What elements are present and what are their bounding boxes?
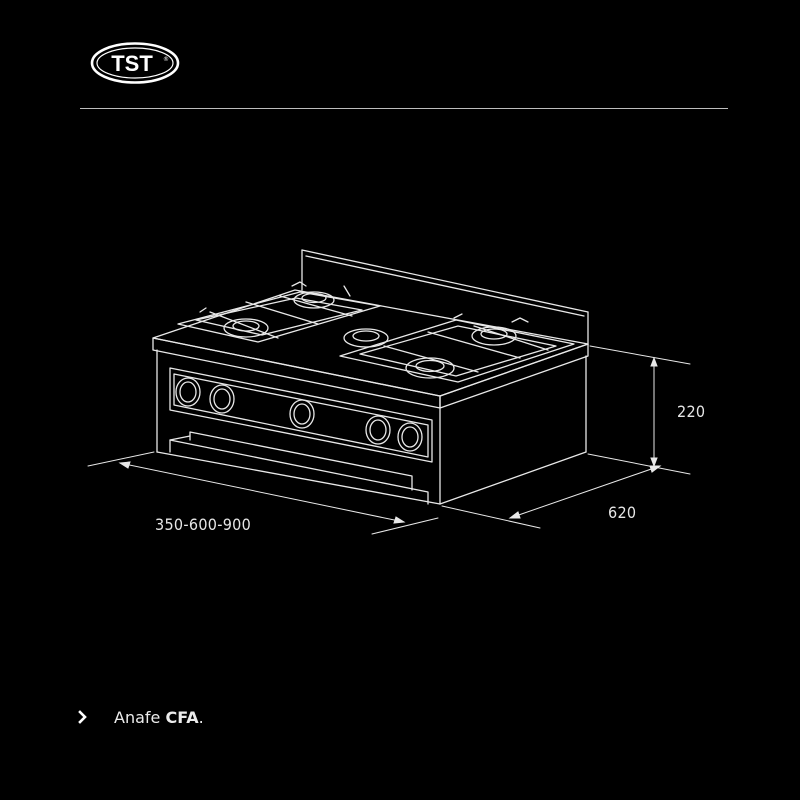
height-dimension-label: 220 <box>677 402 706 421</box>
product-name: Anafe <box>114 707 166 727</box>
burner <box>223 318 269 338</box>
caption-period: . <box>198 707 204 727</box>
width-dimension-line <box>87 451 439 535</box>
burner <box>471 326 517 346</box>
knob[interactable] <box>209 384 235 414</box>
brand-logo-text: TST <box>111 51 153 76</box>
depth-dimension-label: 620 <box>608 503 637 522</box>
burner <box>293 291 335 309</box>
height-dimension-line <box>589 345 691 468</box>
stove-body <box>156 349 587 505</box>
backsplash <box>301 249 589 346</box>
knob[interactable] <box>175 377 201 407</box>
depth-dimension-line <box>441 453 691 529</box>
product-caption: Anafe CFA. <box>78 707 204 727</box>
header-divider <box>80 108 728 109</box>
knob[interactable] <box>397 422 423 452</box>
burner <box>343 328 389 348</box>
product-model: CFA <box>165 707 199 727</box>
burners <box>223 291 517 379</box>
control-knobs <box>175 377 423 452</box>
registered-mark: ® <box>163 56 169 63</box>
knob[interactable] <box>365 415 391 445</box>
chevron-right-icon <box>78 710 87 724</box>
brand-logo: TST ® <box>90 41 180 85</box>
control-panel <box>169 367 433 463</box>
burner <box>405 357 455 379</box>
knob[interactable] <box>289 399 315 429</box>
width-dimension-label: 350-600-900 <box>155 515 252 534</box>
